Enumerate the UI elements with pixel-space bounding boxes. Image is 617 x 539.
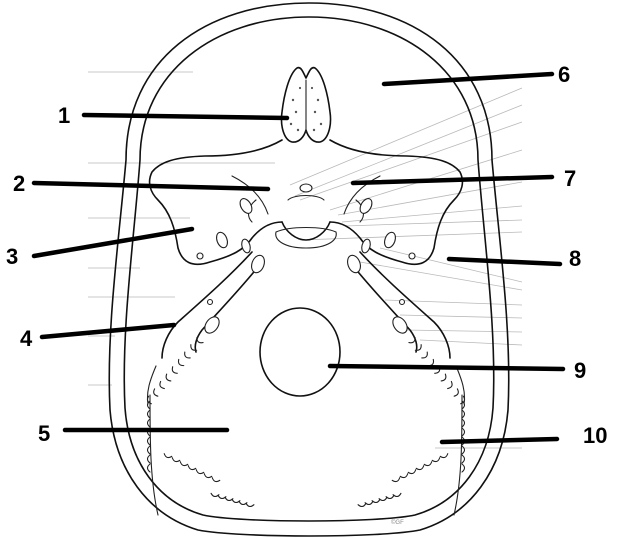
posterior-fossa bbox=[147, 366, 464, 515]
sinus-hatch-mark bbox=[203, 474, 211, 479]
petrous-ridges bbox=[162, 252, 450, 358]
label-5: 5 bbox=[38, 421, 50, 446]
foramen-magnum bbox=[260, 308, 340, 396]
sinus-hatch-mark bbox=[246, 503, 254, 507]
sinus-hatching bbox=[146, 337, 465, 507]
leader-line-10 bbox=[442, 439, 557, 442]
sinus-hatch-mark bbox=[148, 464, 151, 472]
sinus-hatch-mark bbox=[441, 374, 447, 382]
sinus-hatch-mark bbox=[165, 374, 171, 382]
sinus-hatch-mark bbox=[392, 478, 400, 483]
sinus-hatch-mark bbox=[171, 458, 179, 463]
leader-line-9 bbox=[330, 366, 563, 369]
sphenoid-and-middle-fossa bbox=[150, 140, 463, 264]
label-4: 4 bbox=[20, 326, 33, 351]
sinus-hatch-mark bbox=[432, 458, 440, 463]
sinus-hatch-mark bbox=[158, 381, 164, 389]
label-9: 9 bbox=[574, 358, 586, 383]
leader-line-1 bbox=[84, 115, 287, 118]
sinus-hatch-mark bbox=[462, 446, 465, 454]
label-3: 3 bbox=[6, 244, 18, 269]
sinus-hatch-mark bbox=[448, 381, 454, 389]
label-8: 8 bbox=[569, 246, 581, 271]
sinus-hatch-mark bbox=[424, 462, 432, 467]
sinus-hatch-mark bbox=[179, 462, 187, 467]
sinus-hatch-mark bbox=[152, 389, 158, 397]
sinus-hatch-mark bbox=[148, 446, 151, 454]
label-10: 10 bbox=[583, 423, 607, 448]
sinus-hatch-mark bbox=[400, 474, 408, 479]
leader-line-7 bbox=[353, 177, 552, 183]
sinus-hatch-mark bbox=[422, 352, 429, 360]
sinus-hatch-mark bbox=[187, 466, 195, 471]
leader-line-8 bbox=[449, 259, 560, 264]
sinus-hatch-mark bbox=[163, 454, 171, 459]
label-2: 2 bbox=[13, 171, 25, 196]
sinus-hatch-mark bbox=[462, 428, 465, 436]
sinus-hatch-mark bbox=[408, 470, 416, 475]
sinus-hatch-mark bbox=[148, 437, 151, 445]
sinus-hatch-mark bbox=[416, 466, 424, 471]
sinus-hatch-mark bbox=[148, 455, 151, 463]
leader-line-3 bbox=[34, 229, 192, 256]
sinus-hatch-mark bbox=[454, 389, 460, 397]
sinus-hatch-mark bbox=[171, 367, 178, 375]
crista-galli bbox=[281, 68, 330, 143]
sinus-hatch-mark bbox=[195, 470, 203, 475]
sinus-hatch-mark bbox=[358, 503, 366, 507]
label-1: 1 bbox=[58, 103, 70, 128]
sinus-hatch-mark bbox=[183, 352, 190, 360]
leader-line-2 bbox=[34, 183, 268, 189]
sinus-hatch-mark bbox=[177, 359, 184, 367]
label-6: 6 bbox=[558, 62, 570, 87]
copyright-mark: ©GF bbox=[391, 519, 404, 526]
sinus-hatch-mark bbox=[462, 464, 465, 472]
sinus-hatch-mark bbox=[462, 455, 465, 463]
leader-line-4 bbox=[42, 325, 174, 337]
number-labels: 1 2 3 4 5 6 7 8 9 10 bbox=[6, 62, 607, 448]
sinus-hatch-mark bbox=[440, 454, 448, 459]
label-7: 7 bbox=[564, 166, 576, 191]
sinus-hatch-mark bbox=[211, 478, 219, 483]
skull-outline bbox=[109, 3, 508, 536]
